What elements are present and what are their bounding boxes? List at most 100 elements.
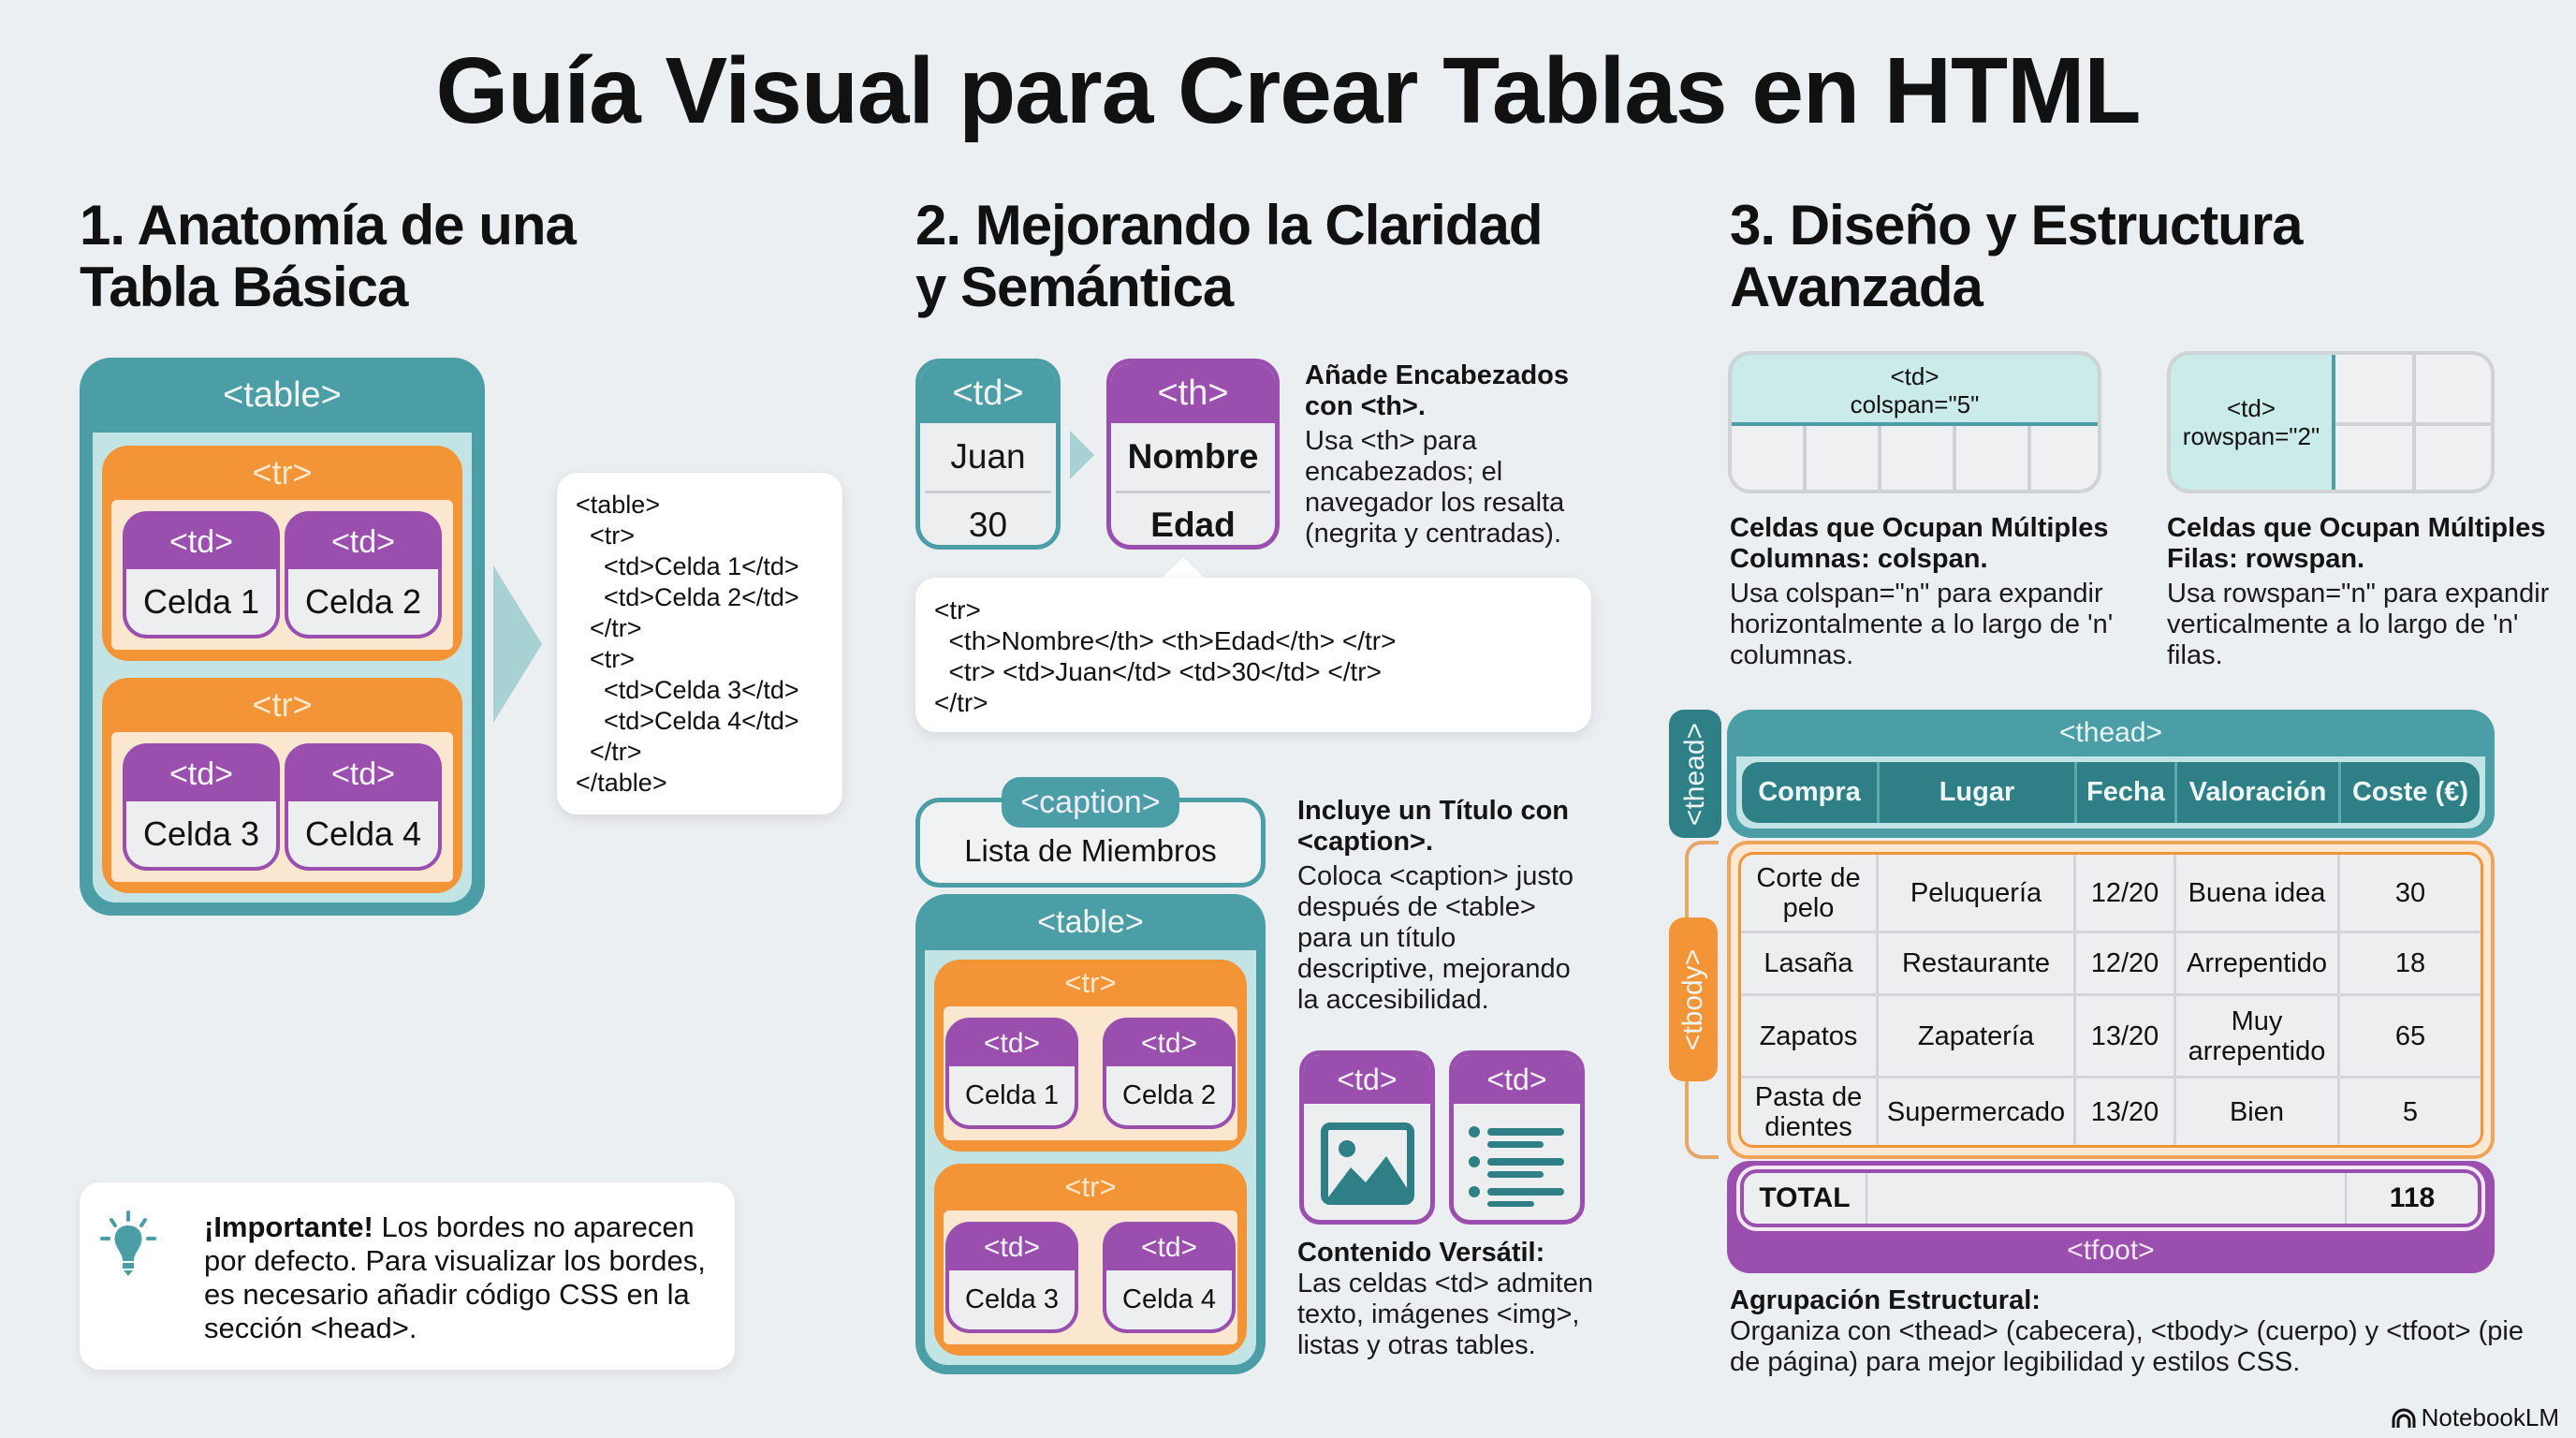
table-cell: 30 — [2394, 877, 2426, 908]
table-inner: <tr> <td> Celda 1 <td> Celda 2 <tr> <td>… — [93, 433, 472, 902]
code-line: </tr> — [934, 688, 988, 717]
section-2-heading-line1: 2. Mejorando la Claridad — [915, 194, 1543, 257]
tfoot-row: TOTAL 118 — [1736, 1166, 2485, 1231]
grouping-description: Agrupación Estructural: Organiza con <th… — [1730, 1285, 2535, 1378]
code-line: </tr> — [576, 614, 642, 642]
table-cell: 18 — [2394, 948, 2426, 978]
code-line: <td>Celda 3</td> — [576, 676, 799, 704]
table-tag-label: <table> — [223, 375, 342, 415]
table-cell: Restaurante — [1879, 933, 2076, 993]
thead-row: Compra Lugar Fecha Valoración Coste (€) — [1736, 756, 2485, 829]
tr-inner: <td> Celda 3 <td> Celda 4 — [111, 732, 453, 882]
notebooklm-icon — [2392, 1408, 2416, 1428]
table-cell: Pasta de dientes — [1741, 1078, 1879, 1145]
section-3-heading: 3. Diseño y Estructura Avanzada — [1730, 195, 2304, 318]
td-tag-label: <td> — [1454, 1055, 1580, 1104]
total-label: TOTAL — [1744, 1173, 1867, 1224]
td-value: Juan — [925, 425, 1051, 489]
code-line: <td>Celda 4</td> — [576, 707, 799, 735]
caption-title: Incluye un Título con <caption>. — [1297, 796, 1569, 857]
caption-tag-label: <caption> — [1002, 777, 1179, 828]
td-cell: <td> Celda 1 — [123, 511, 280, 638]
th-value: Nombre — [1116, 425, 1270, 489]
grid-line — [2027, 426, 2031, 490]
td-tag-label: <td> — [949, 1021, 1075, 1066]
note-body: Los bordes no aparecen por defecto. Para… — [204, 1211, 706, 1344]
tr-row-1: <tr> <td> Celda 1 <td> Celda 2 — [102, 446, 462, 661]
rowspan-diagram: <td> rowspan="2" — [2167, 351, 2495, 493]
table-cell: Zapatos — [1741, 996, 1879, 1076]
section-2-heading-line2: y Semántica — [915, 256, 1234, 318]
important-label: ¡Importante! — [204, 1211, 373, 1243]
table-cell: Arrepentido — [2176, 933, 2340, 993]
thead-block: <thead> Compra Lugar Fecha Valoración Co… — [1727, 710, 2495, 838]
td-cell: <td> Celda 2 — [285, 511, 442, 638]
colspan-attr: colspan="5" — [1850, 390, 1980, 418]
table-cell: Peluquería — [1879, 855, 2076, 931]
section-1-heading-line1: 1. Anatomía de una — [80, 194, 577, 257]
td-column-example: <td> Juan 30 — [915, 359, 1061, 550]
th-tag-label: <th> — [1111, 363, 1275, 423]
cell-value: Celda 2 — [1106, 1066, 1232, 1125]
empty-cell — [1867, 1173, 2347, 1224]
th-title: Añade Encabezados con <th>. — [1305, 360, 1570, 421]
rowspan-desc: Usa rowspan="n" para expandir verticalme… — [2167, 579, 2550, 670]
th-column-example: <th> Nombre Edad — [1106, 359, 1280, 550]
table-cell: 12/20 — [2076, 933, 2176, 993]
table-cell: Muy arrepentido — [2176, 996, 2340, 1076]
tbody-grid: Corte de pelo Peluquería 12/20 Buena ide… — [1738, 852, 2483, 1148]
th-description: Añade Encabezados con <th>. Usa <th> par… — [1305, 360, 1586, 550]
table-row: Zapatos Zapatería 13/20 Muy arrepentido … — [1741, 996, 2481, 1078]
table-cell: 65 — [2394, 1020, 2426, 1051]
td-value: 30 — [925, 491, 1051, 545]
td-cell: <td> Celda 1 — [945, 1018, 1078, 1129]
cell-value: Celda 1 — [126, 569, 276, 635]
table-cell: Bien — [2176, 1078, 2340, 1145]
colspan-cell: <td> colspan="5" — [1732, 355, 2098, 426]
td-tag-label: <td> — [1304, 1055, 1430, 1104]
td-cell: <td> Celda 2 — [1103, 1018, 1236, 1129]
colspan-title: Celdas que Ocupan Múltiples Columnas: co… — [1730, 513, 2109, 574]
caption-description: Incluye un Título con <caption>. Coloca … — [1297, 796, 1597, 1016]
tr-row-2: <tr> <td> Celda 3 <td> Celda 4 — [102, 678, 462, 893]
colspan-desc: Usa colspan="n" para expandir horizontal… — [1730, 579, 2114, 670]
th-value: Edad — [1116, 491, 1270, 545]
section-1-heading: 1. Anatomía de una Tabla Básica — [80, 194, 577, 318]
header-row: Compra Lugar Fecha Valoración Coste (€) — [1742, 762, 2480, 823]
cell-value: Celda 4 — [1106, 1270, 1232, 1329]
th-desc: Usa <th> para encabezados; el navegador … — [1305, 426, 1565, 549]
td-tag-label: <td> — [1106, 1021, 1232, 1066]
grid-line — [1803, 426, 1807, 490]
code-line: <tr> — [576, 521, 636, 550]
thead-side-label: <thead> — [1669, 710, 1721, 838]
code-line: <tr> — [576, 645, 636, 673]
colspan-diagram: <td> colspan="5" — [1728, 351, 2101, 493]
lightbulb-icon — [100, 1211, 156, 1276]
code-callout-pointer — [1161, 557, 1206, 580]
column-header: Lugar — [1880, 762, 2077, 823]
image-icon — [1321, 1123, 1414, 1205]
table-cell: Supermercado — [1879, 1078, 2076, 1145]
table-tag-label: <table> — [1037, 904, 1144, 940]
grid-line — [2412, 355, 2416, 490]
tr-inner: <td> Celda 1 <td> Celda 2 — [111, 500, 453, 650]
code-line: <tr> <td>Juan</td> <td>30</td> </tr> — [934, 657, 1382, 686]
td-cell: <td> Celda 4 — [1103, 1222, 1236, 1333]
code-line: <td>Celda 1</td> — [576, 552, 799, 580]
code-snippet-basic-table: <table> <tr> <td>Celda 1</td> <td>Celda … — [557, 473, 842, 814]
table-row: Lasaña Restaurante 12/20 Arrepentido 18 — [1741, 933, 2481, 996]
td-cell: <td> Celda 3 — [945, 1222, 1078, 1333]
total-value: 118 — [2389, 1182, 2436, 1213]
code-line: <th>Nombre</th> <th>Edad</th> </tr> — [934, 626, 1397, 655]
grouping-title: Agrupación Estructural: — [1730, 1285, 2041, 1315]
table-cell: Buena idea — [2176, 855, 2340, 931]
caption-desc: Coloca <caption> justo después de <table… — [1297, 861, 1574, 1015]
important-note-card: ¡Importante! Los bordes no aparecen por … — [80, 1182, 735, 1370]
tr-inner: <td> Celda 3 <td> Celda 4 — [944, 1211, 1237, 1344]
tfoot-tag-label: <tfoot> — [2067, 1235, 2155, 1266]
td-tag-label: <td> — [288, 515, 438, 569]
table-cell: Lasaña — [1741, 933, 1879, 993]
tr-tag-label: <tr> — [252, 685, 313, 724]
tfoot-grid: TOTAL 118 — [1740, 1169, 2481, 1227]
table-inner: <tr> <td> Celda 1 <td> Celda 2 <tr> <td>… — [925, 950, 1256, 1365]
